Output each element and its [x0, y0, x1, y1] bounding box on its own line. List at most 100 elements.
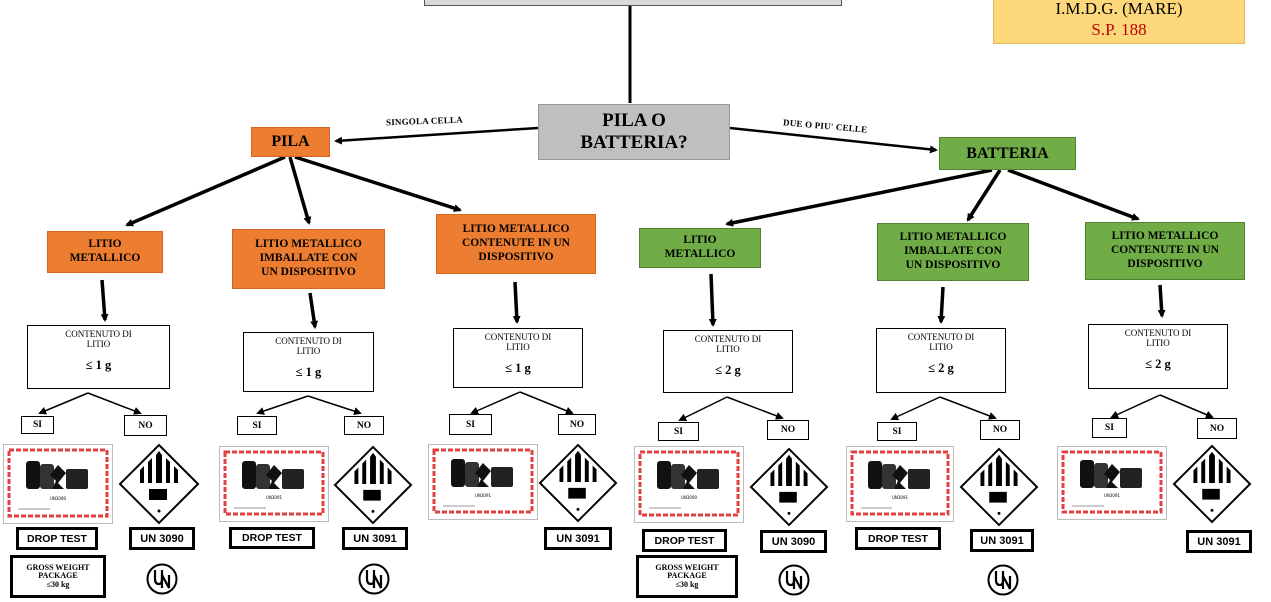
no-box: NO — [980, 420, 1020, 440]
pila-label: PILA — [271, 133, 310, 150]
lithium-mark-text: UN3090 — [681, 495, 698, 500]
category-line: IMBALLATE CON — [259, 252, 358, 265]
lithium-mark-text: UN3091 — [475, 493, 492, 498]
lithium-content-box: CONTENUTO DI LITIO ≤ 1 g — [243, 332, 374, 392]
pila-box: PILA — [251, 127, 330, 157]
category-line: IMBALLATE CON — [904, 245, 1002, 258]
si-box: SI — [21, 416, 54, 434]
lithium-limit: ≤ 2 g — [928, 360, 954, 375]
lithium-mark-text: UN3091 — [1104, 493, 1121, 498]
batteria-box: BATTERIA — [939, 137, 1076, 170]
category-line: UN DISPOSITIVO — [905, 258, 1001, 271]
si-box: SI — [237, 416, 277, 435]
drop-test-box: DROP TEST — [16, 527, 98, 550]
lithium-limit: ≤ 2 g — [715, 362, 741, 377]
category-line: CONTENUTE IN UN — [1111, 244, 1219, 257]
lithium-mark-text: UN3091 — [892, 495, 909, 500]
drop-test-box: DROP TEST — [229, 527, 315, 549]
category-line: METALLICO — [664, 248, 736, 260]
lithium-limit: ≤ 1 g — [295, 364, 322, 379]
un-number-box: UN 3090 — [760, 530, 827, 553]
no-box: NO — [767, 420, 809, 440]
gross-line: ≤30 kg — [46, 579, 70, 589]
batteria-label: BATTERIA — [966, 144, 1049, 162]
content-line: CONTENUTO DI — [694, 334, 762, 344]
lithium-content-box: CONTENUTO DI LITIO ≤ 1 g — [27, 325, 170, 389]
category-line: DISPOSITIVO — [1127, 257, 1203, 270]
imdg-box: I.M.D.G. (MARE) S.P. 188 — [993, 0, 1245, 44]
gross-line: PACKAGE — [667, 571, 707, 581]
content-line: CONTENUTO DI — [907, 332, 975, 342]
lithium-content-box: CONTENUTO DI LITIO ≤ 1 g — [453, 328, 583, 388]
lithium-battery-mark-icon: UN3091 — [428, 444, 538, 520]
no-box: NO — [344, 416, 384, 435]
content-line: CONTENUTO DI — [1124, 328, 1192, 338]
lithium-battery-mark-icon: UN3091 — [846, 446, 954, 522]
gross-weight-box: GROSS WEIGHT PACKAGE ≤30 kg — [10, 555, 106, 598]
lithium-limit: ≤ 2 g — [1145, 356, 1171, 371]
lithium-limit: ≤ 1 g — [85, 357, 112, 372]
lithium-content-box: CONTENUTO DI LITIO ≤ 2 g — [876, 328, 1006, 393]
content-line: LITIO — [716, 343, 740, 354]
un-number-box: UN 3090 — [129, 527, 195, 550]
class-9-hazard-label-icon — [959, 447, 1039, 527]
category-line: LITIO METALLICO — [899, 231, 1007, 244]
content-line: CONTENUTO DI — [484, 332, 552, 342]
category-line: LITIO METALLICO — [255, 238, 362, 251]
category-box: LITIO METALLICO CONTENUTE IN UN DISPOSIT… — [1085, 222, 1245, 280]
drop-test-box: DROP TEST — [855, 527, 941, 550]
no-box: NO — [1197, 418, 1237, 439]
top-header-box — [424, 0, 842, 6]
category-line: LITIO METALLICO — [1111, 230, 1219, 243]
gross-line: GROSS WEIGHT — [655, 562, 719, 572]
content-line: CONTENUTO DI — [65, 329, 132, 339]
content-line: LITIO — [506, 341, 530, 352]
lithium-battery-mark-icon: UN3090 — [3, 444, 113, 524]
category-box: LITIO METALLICO IMBALLATE CON UN DISPOSI… — [232, 229, 385, 289]
category-box: LITIO METALLICO IMBALLATE CON UN DISPOSI… — [877, 223, 1029, 281]
no-box: NO — [124, 415, 167, 436]
class-9-hazard-label-icon — [1172, 444, 1252, 524]
lithium-battery-mark-icon: UN3090 — [634, 446, 744, 523]
content-line: CONTENUTO DI — [275, 336, 342, 346]
si-box: SI — [877, 422, 917, 441]
category-box: LITIO METALLICO — [639, 228, 761, 268]
imdg-title: I.M.D.G. (MARE) — [1055, 0, 1183, 18]
un-number-box: UN 3091 — [342, 527, 408, 550]
gross-weight-box: GROSS WEIGHT PACKAGE ≤30 kg — [636, 555, 738, 598]
category-line: LITIO — [88, 238, 122, 251]
no-box: NO — [558, 414, 596, 435]
gross-line: ≤30 kg — [675, 579, 699, 589]
category-line: LITIO — [683, 234, 717, 247]
class-9-hazard-label-icon — [118, 443, 200, 525]
category-box: LITIO METALLICO — [47, 231, 163, 273]
un-packaging-symbol-icon — [357, 562, 391, 596]
content-line: LITIO — [1146, 337, 1170, 348]
category-line: UN DISPOSITIVO — [261, 265, 356, 278]
content-line: LITIO — [86, 338, 111, 349]
lithium-content-box: CONTENUTO DI LITIO ≤ 2 g — [663, 330, 793, 393]
lithium-content-box: CONTENUTO DI LITIO ≤ 2 g — [1088, 324, 1228, 389]
si-box: SI — [1092, 418, 1127, 438]
class-9-hazard-label-icon — [749, 447, 829, 527]
class-9-hazard-label-icon — [538, 443, 618, 523]
un-packaging-symbol-icon — [986, 563, 1020, 597]
category-line: METALLICO — [69, 252, 141, 264]
lithium-battery-mark-icon: UN3091 — [1057, 446, 1167, 520]
category-line: LITIO METALLICO — [462, 223, 570, 236]
question-line-2: BATTERIA? — [580, 132, 688, 153]
drop-test-box: DROP TEST — [642, 529, 727, 552]
content-line: LITIO — [929, 341, 953, 352]
category-box: LITIO METALLICO CONTENUTE IN UN DISPOSIT… — [436, 214, 596, 274]
si-box: SI — [658, 422, 699, 441]
lithium-limit: ≤ 1 g — [505, 360, 531, 375]
un-number-box: UN 3091 — [544, 527, 612, 550]
imdg-code: S.P. 188 — [1091, 20, 1147, 39]
content-line: LITIO — [296, 345, 321, 356]
category-line: CONTENUTE IN UN — [462, 237, 570, 250]
question-line-1: PILA O — [602, 110, 666, 132]
un-number-box: UN 3091 — [1186, 530, 1252, 553]
un-number-box: UN 3091 — [970, 529, 1034, 552]
lithium-mark-text: UN3091 — [266, 495, 283, 500]
